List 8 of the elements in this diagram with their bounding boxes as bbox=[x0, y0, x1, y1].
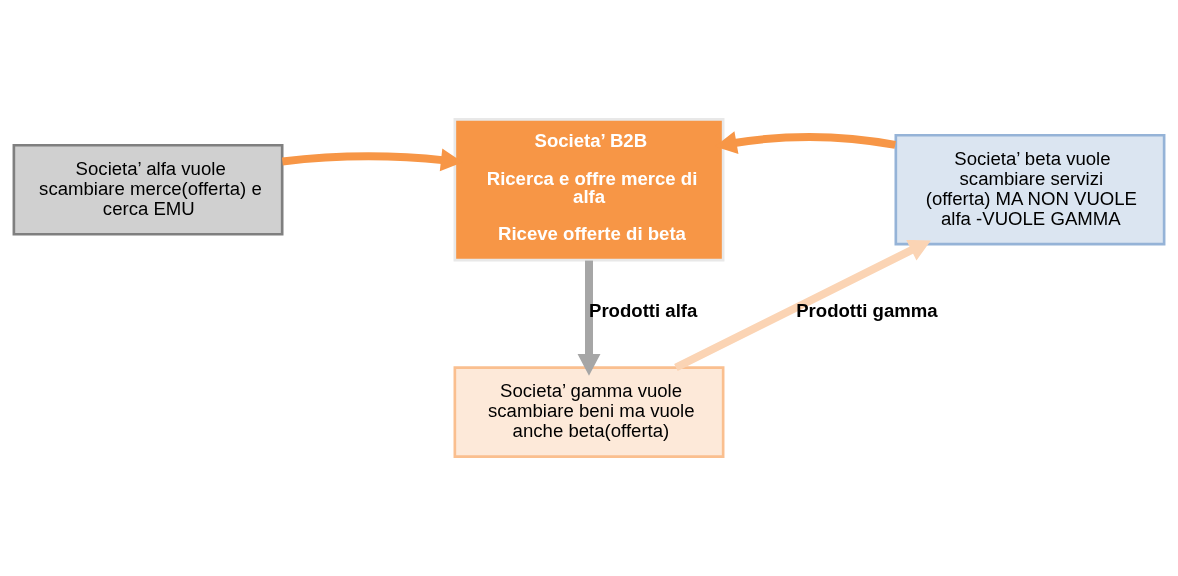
node-box: Societa’ alfa vuole scambiare merce(offerta) e cerca EMU bbox=[12, 143, 284, 236]
arrow bbox=[577, 260, 601, 376]
node-box: Societa’ gamma vuole scambiare beni ma vuole anche beta(offerta) bbox=[453, 366, 725, 458]
edge-label: Prodotti alfa bbox=[589, 300, 698, 322]
edge-label: Prodotti gamma bbox=[796, 300, 938, 322]
arrow bbox=[674, 239, 931, 372]
node-box: Societa’ beta vuole scambiare servizi (offerta) MA NON VUOLE alfa -VUOLE GAMMA bbox=[894, 133, 1166, 246]
node-box: Societa’ B2B Ricerca e offre merce di alfa Riceve offerte di beta bbox=[453, 118, 725, 262]
